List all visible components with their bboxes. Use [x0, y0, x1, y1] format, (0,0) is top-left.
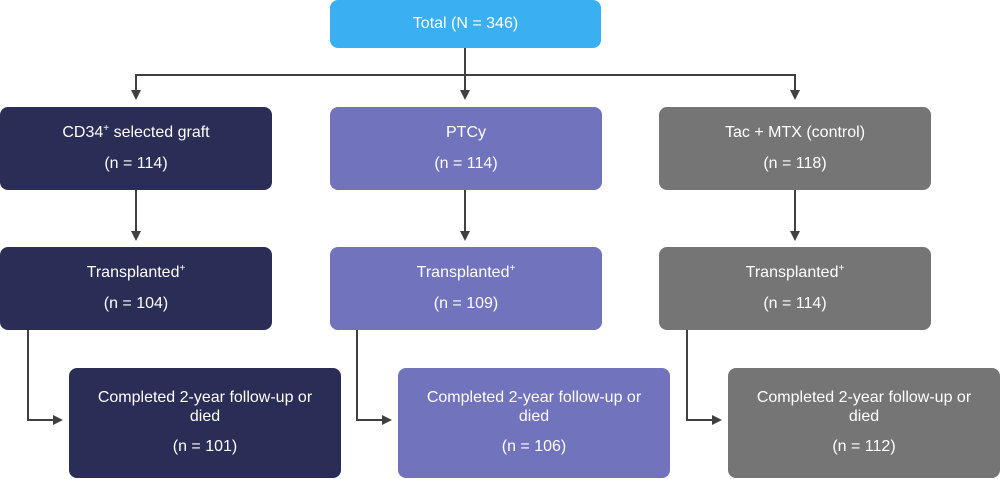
transplanted-count: (n = 104): [103, 294, 169, 312]
arm-count: (n = 114): [434, 154, 498, 172]
arm-count: (n = 118): [763, 154, 827, 172]
arm-box-control: Tac + MTX (control) (n = 118): [659, 107, 931, 190]
completed-label: Completed 2-year follow-up or died: [97, 389, 313, 425]
total-box: Total (N = 346): [330, 0, 601, 48]
completed-label: Completed 2-year follow-up or died: [756, 389, 972, 425]
arm-label: PTCy: [446, 124, 486, 142]
transplanted-label: Transplanted+: [86, 263, 186, 282]
arm-box-ptcy: PTCy (n = 114): [330, 107, 602, 190]
transplanted-box-cd34: Transplanted+ (n = 104): [0, 247, 272, 330]
transplanted-box-ptcy: Transplanted+ (n = 109): [330, 247, 602, 330]
completed-box-ptcy: Completed 2-year follow-up or died (n = …: [398, 368, 670, 478]
transplanted-count: (n = 109): [433, 294, 499, 312]
completed-box-cd34: Completed 2-year follow-up or died (n = …: [69, 368, 341, 478]
completed-count: (n = 112): [832, 438, 896, 456]
completed-count: (n = 106): [501, 438, 567, 456]
arm-label: Tac + MTX (control): [724, 124, 866, 142]
completed-label: Completed 2-year follow-up or died: [426, 389, 642, 425]
transplanted-count: (n = 114): [763, 294, 827, 312]
arrow-arm1-completed: [27, 330, 63, 425]
transplanted-label: Transplanted+: [416, 263, 516, 282]
arrow-arm2-completed: [356, 330, 392, 425]
total-label: Total (N = 346): [412, 14, 519, 32]
arrow-arm3-completed: [686, 330, 722, 425]
arm-count: (n = 114): [104, 154, 168, 172]
transplanted-label: Transplanted+: [745, 263, 845, 282]
completed-count: (n = 101): [172, 438, 238, 456]
completed-box-control: Completed 2-year follow-up or died (n = …: [728, 368, 1000, 478]
arm-box-cd34: CD34+ selected graft (n = 114): [0, 107, 272, 190]
transplanted-box-control: Transplanted+ (n = 114): [659, 247, 931, 330]
arm-label: CD34+ selected graft: [62, 123, 210, 142]
